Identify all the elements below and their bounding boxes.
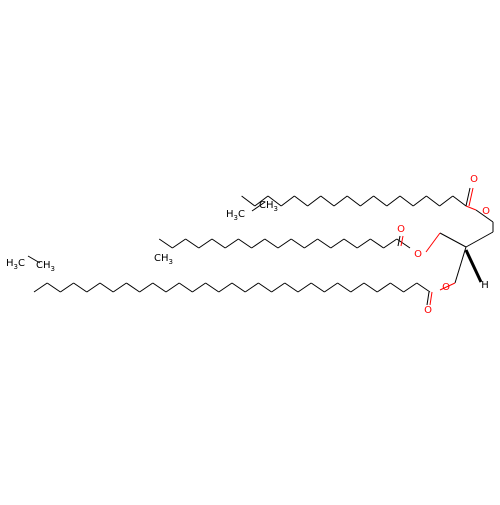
chain2-bond <box>330 238 345 249</box>
chain3-bond <box>350 282 365 293</box>
carbonyl-oxygen-2-label: O <box>397 224 405 235</box>
ester-oxygen-2: O <box>414 249 422 260</box>
chain2-bond <box>277 238 292 249</box>
chain1-bond <box>399 195 414 207</box>
carbonyl-oxygen-3: O <box>424 305 432 316</box>
chain1-bond <box>294 195 308 207</box>
bond-layer <box>27 187 494 306</box>
carbonyl3-bond <box>426 291 430 306</box>
glycerol-bond <box>465 231 494 248</box>
chain3-bond <box>363 282 378 293</box>
chain3-bond <box>152 282 167 293</box>
glycerol-bond <box>439 232 467 248</box>
chain3-bond <box>73 282 88 293</box>
chain2-bond <box>290 238 305 249</box>
chain3-methyl-label: CH3 <box>36 260 55 273</box>
chain3-bond <box>416 282 431 293</box>
chain3-bond <box>271 282 286 293</box>
chain1-bond <box>267 195 282 207</box>
glycerol-c1-bond <box>475 209 494 223</box>
chain3-bond <box>218 282 233 293</box>
chain2-bond <box>343 238 358 249</box>
ester-o2-bond <box>425 232 441 253</box>
chain2-bond <box>185 238 200 249</box>
chain3-bond <box>297 282 312 293</box>
chain3-bond <box>244 282 259 293</box>
chain3-bond <box>33 282 48 293</box>
chain1-branch <box>251 201 266 212</box>
chain2-bond <box>224 238 239 249</box>
chain3-bond <box>376 282 391 293</box>
chain2-bond <box>251 238 266 249</box>
chain3-bond <box>310 282 325 293</box>
chain3-bond <box>205 282 220 293</box>
ester-o1-bond <box>465 205 477 211</box>
ester-o3-bond <box>439 282 456 291</box>
chain1-bond <box>346 195 361 207</box>
chain2-bond <box>370 238 384 249</box>
glycerol-bond <box>454 246 467 284</box>
chain3-bond <box>284 282 299 293</box>
chain3-ethyl-label: H3C <box>6 258 25 271</box>
chain3-branch <box>27 255 41 264</box>
chain3-bond <box>178 282 193 293</box>
chain3-bond <box>112 282 127 293</box>
chain1-bond <box>412 195 427 207</box>
chain1-bond <box>386 195 401 207</box>
stereo-wedge <box>464 249 483 283</box>
chain3-bond <box>126 282 140 293</box>
chain2-bond <box>356 238 371 249</box>
chain1-bond <box>307 195 322 207</box>
chain3-bond <box>99 282 114 293</box>
chain1-methyl-label: CH3 <box>259 200 278 213</box>
chain1-bond <box>320 195 335 207</box>
carbonyl-oxygen-1: O <box>470 174 478 185</box>
carbonyl1-double-bond <box>468 187 474 207</box>
ester-oxygen-1: O <box>482 206 490 217</box>
ester-oxygen-3: O <box>442 282 450 293</box>
chain1-ethyl-label: H3C <box>226 209 245 222</box>
chain2-bond <box>172 238 186 249</box>
chain3-bond <box>258 282 272 293</box>
chain1-bond <box>241 195 256 207</box>
chain2-bond <box>198 238 213 249</box>
chain3-bond <box>231 282 246 293</box>
chain3-bond <box>324 282 338 293</box>
chain2-bond <box>238 238 252 249</box>
chain3-bond <box>86 282 101 293</box>
chain1-bond <box>373 195 388 207</box>
carbonyl3-double-bond <box>429 291 433 306</box>
carbonyl2-double-bond <box>400 235 404 247</box>
chain1-bond <box>333 195 348 207</box>
chain3-bond <box>165 282 180 293</box>
chain3-bond <box>403 282 418 293</box>
stereo-hydrogen: H <box>481 280 489 291</box>
chain3-bond <box>192 282 206 293</box>
chain1-bond <box>426 195 440 207</box>
chain1-bond <box>360 195 374 207</box>
chain2-bond <box>211 238 226 249</box>
chain3-bond <box>390 282 404 293</box>
chain2-bond <box>158 238 173 249</box>
chain3-bond <box>46 282 61 293</box>
chain1-bond <box>452 195 467 207</box>
carbonyl1-bond <box>465 187 471 207</box>
chain2-bond <box>383 238 398 249</box>
chain1-bond <box>280 195 295 207</box>
chain2-methyl-label: CH3 <box>154 253 173 266</box>
carbonyl2-bond <box>397 235 401 247</box>
chain3-bond <box>60 282 74 293</box>
chain2-bond <box>264 238 279 249</box>
chain3-bond <box>139 282 154 293</box>
chain1-bond <box>439 195 454 207</box>
chain1-bond <box>254 195 269 207</box>
chain2-bond <box>317 238 332 249</box>
chain3-bond <box>337 282 352 293</box>
chain2-bond <box>304 238 318 249</box>
